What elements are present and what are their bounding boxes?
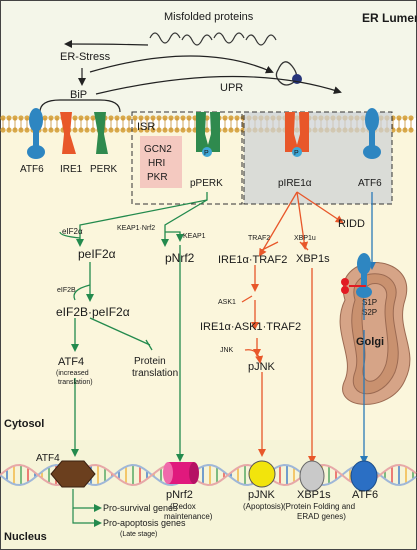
pjnk-cytosol-label: pJNK [248, 361, 276, 373]
ire1-sensor [60, 112, 76, 154]
atf6-sensor-left [27, 108, 45, 159]
ask1-label: ASK1 [218, 299, 236, 306]
xbp1s-cytosol-label: XBP1s [296, 253, 330, 265]
xbp1s-nuclear-icon [299, 460, 325, 492]
pire1a-label: pIRE1α [278, 178, 312, 189]
bip-label: BiP [70, 89, 87, 101]
pnrf2-cytosol-label: pNrf2 [165, 251, 195, 265]
atf6-nuclear-icon [350, 460, 378, 492]
pperk-p-badge: P [204, 150, 209, 157]
atf4-increased-label: (increased [56, 370, 89, 377]
protein-translation-label-2: translation [132, 368, 178, 379]
s2p-label: S2P [362, 308, 377, 317]
perk-label: PERK [90, 164, 118, 175]
golgi-label: Golgi [356, 336, 384, 348]
ridd-label: RIDD [338, 218, 365, 230]
pro-apoptosis-arrow [72, 508, 102, 527]
protein-folding-label-2: ERAD genes) [297, 512, 346, 521]
pjnk-nuclear-label: pJNK [248, 489, 276, 501]
pire1a-dimer [285, 112, 309, 152]
atf6-right-label: ATF6 [358, 178, 382, 189]
misfolded-proteins-label: Misfolded proteins [164, 11, 254, 23]
pjnk-nuclear-icon [248, 460, 276, 488]
bip-bracket [39, 99, 121, 113]
atf6-left-label: ATF6 [20, 164, 44, 175]
isr-kinases-box [140, 136, 182, 188]
perk-pathway-arrows [59, 192, 208, 462]
ire1a-ask1-traf2-label: IRE1α·ASK1·TRAF2 [200, 321, 301, 333]
eif2a-label: eIF2α [62, 227, 83, 236]
atf4-cytosol-label: ATF4 [58, 356, 84, 368]
er-stress-to-aggregate-arrow [89, 55, 274, 74]
xbp1s-nuclear-label: XBP1s [297, 489, 331, 501]
pro-survival-label: Pro-survival genes [103, 503, 178, 513]
nucleus-label: Nucleus [4, 531, 47, 543]
perk-sensor [94, 112, 108, 154]
apoptosis-label: (Apoptosis) [243, 502, 284, 511]
pperk-label: pPERK [190, 178, 223, 189]
pire1a-phospho-icon [292, 147, 302, 157]
golgi-stack [339, 262, 411, 405]
kinase-pkr: PKR [147, 172, 168, 183]
isr-label: ISR [137, 121, 155, 133]
atf6-nuclear-label: ATF6 [352, 489, 378, 501]
nucleus-region [0, 440, 417, 550]
er-lumen-label: ER Lumen [362, 11, 417, 25]
jnk-label: JNK [220, 347, 234, 354]
upr-label: UPR [220, 82, 243, 94]
pnrf2-nuclear-label: pNrf2 [166, 489, 193, 501]
traf2-label: TRAF2 [248, 235, 270, 242]
pperk-phospho-icon [202, 147, 212, 157]
atf6-golgi-cleavage [341, 253, 372, 298]
ire1a-traf2-label: IRE1α·TRAF2 [218, 254, 287, 266]
protein-folding-label-1: (Protein Folding and [283, 502, 355, 511]
er-stress-label: ER-Stress [60, 51, 111, 63]
redox-label-2: maintenance) [164, 512, 213, 521]
cytosol-label: Cytosol [4, 418, 44, 430]
pnrf2-nuclear-icon [163, 462, 199, 484]
bip-to-upr-arrow [95, 75, 342, 95]
eif2b-peif2a-label: eIF2B·peIF2α [56, 305, 130, 319]
atf4-translation-label: translation) [58, 379, 93, 386]
keap1-label: KEAP1 [183, 233, 206, 240]
pro-apoptosis-label: Pro-apoptosis genes [103, 518, 186, 528]
ire1-label: IRE1 [60, 164, 83, 175]
atf4-nuclear-icon [50, 460, 96, 488]
pire1a-p-badge: P [294, 150, 299, 157]
ire1-pathway-arrows [241, 191, 344, 464]
pperk-dimer [196, 112, 220, 152]
misfolded-to-er-stress-arrow [64, 40, 149, 49]
peif2a-label: peIF2α [78, 247, 116, 261]
kinase-hri: HRI [148, 158, 165, 169]
atf4-nuclear-label: ATF4 [36, 453, 60, 464]
misfolded-protein-squiggles [149, 32, 277, 46]
kinase-gcn2: GCN2 [144, 144, 172, 155]
late-stage-label: (Late stage) [120, 531, 157, 538]
s1p-label: S1P [362, 298, 377, 307]
er-lumen-region [0, 0, 417, 118]
protein-translation-label-1: Protein [134, 356, 166, 367]
redox-label-1: (Redox [170, 502, 196, 511]
keap1-nrf2-label: KEAP1·Nrf2 [117, 225, 155, 232]
eif2b-label: eIF2B [57, 287, 76, 294]
atf6-sensor-right [363, 108, 381, 159]
xbp1u-label: XBP1u [294, 235, 316, 242]
